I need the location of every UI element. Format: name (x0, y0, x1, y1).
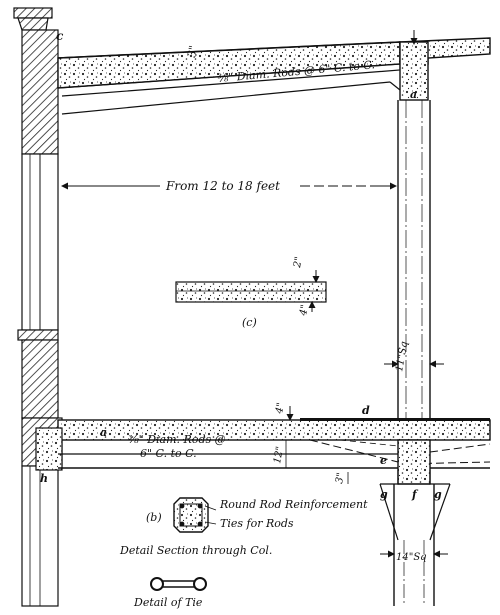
letter-g-left: g (380, 488, 388, 501)
letter-d: d (362, 404, 370, 417)
letter-e: e (380, 454, 387, 467)
detail-tie-label: Detail of Tie (133, 596, 203, 609)
letter-a-upper: a (410, 88, 417, 101)
lower-column (380, 484, 448, 606)
letter-f: f (411, 488, 419, 501)
detail-section-label: Detail Section through Col. (119, 544, 272, 557)
upper-column-size-label: 11"Sq (394, 340, 410, 372)
detail-c-label: (c) (242, 316, 257, 329)
letter-c: c (56, 29, 64, 43)
detail-bottom-label: 4" (298, 304, 311, 318)
letter-a-lower: a (100, 426, 107, 439)
letter-g-right: g (434, 488, 442, 501)
floor-rods-label-1: ⅜" Diam. Rods @ (128, 433, 226, 446)
bracket-dim-label: 3" (334, 472, 347, 485)
floor-thickness-label: 4" (274, 402, 287, 416)
floor-rods-label-2: 6" C. to C. (140, 447, 197, 460)
floor-column-head (347, 439, 451, 541)
tie-detail (150, 577, 207, 591)
span-label: From 12 to 18 feet (165, 179, 280, 193)
roof-column-head (399, 30, 429, 101)
lower-column-size-label: 14"Sq (396, 552, 427, 563)
slab-detail-c (175, 270, 327, 312)
column-section-detail (173, 497, 217, 533)
round-rod-label: Round Rod Reinforcement (219, 498, 368, 511)
section-b-label: (b) (146, 511, 162, 524)
letter-h: h (40, 472, 48, 485)
beam-depth-label: 12" (272, 446, 286, 465)
detail-top-label: 2" (292, 256, 305, 270)
ties-label: Ties for Rods (220, 517, 294, 530)
roof-thickness-label: 3" (185, 44, 200, 58)
left-wall (13, 7, 63, 607)
